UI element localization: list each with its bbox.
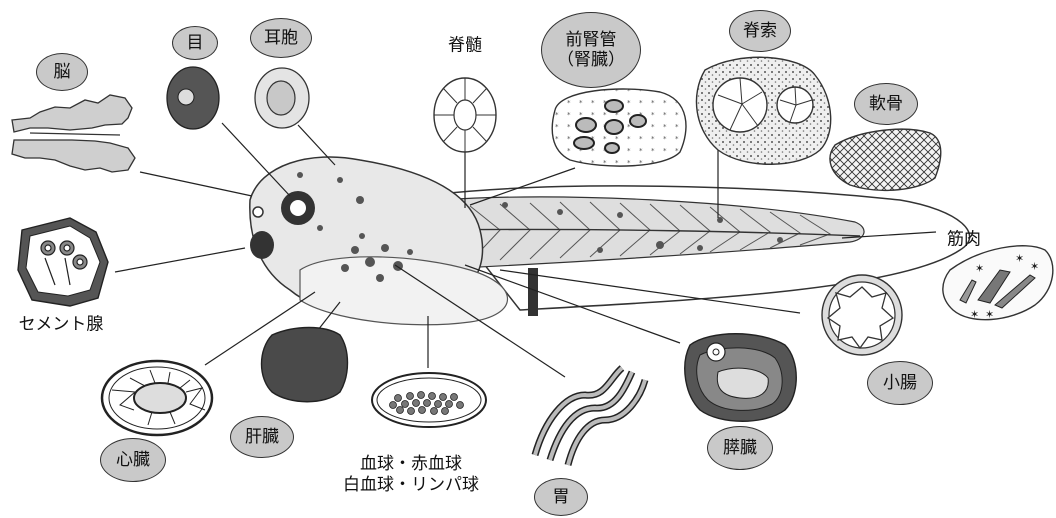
cartilage-icon bbox=[830, 129, 941, 190]
spinal-cord-icon bbox=[434, 78, 496, 152]
label-eye: 目 bbox=[172, 26, 218, 60]
pronephros-icon bbox=[552, 89, 686, 166]
label-cement-gland: セメント腺 bbox=[19, 314, 104, 335]
svg-text:✶: ✶ bbox=[985, 308, 994, 321]
liver-icon bbox=[262, 328, 348, 402]
label-pancreas: 膵臓 bbox=[707, 426, 773, 470]
svg-text:✶: ✶ bbox=[1015, 252, 1024, 265]
eye-icon bbox=[167, 67, 219, 129]
heart-icon bbox=[102, 361, 212, 435]
svg-text:✶: ✶ bbox=[970, 308, 979, 321]
label-blood-cells: 血球・赤血球 白血球・リンパ球 bbox=[343, 454, 479, 497]
cement-gland-icon bbox=[18, 218, 108, 306]
pancreas-icon bbox=[685, 334, 796, 422]
label-pronephros: 前腎管（腎臓） bbox=[541, 12, 641, 88]
label-muscle: 筋肉 bbox=[947, 229, 981, 250]
label-brain: 脳 bbox=[36, 53, 88, 91]
small-intestine-icon bbox=[822, 275, 902, 355]
blood-cells-icon bbox=[372, 373, 486, 427]
label-stomach: 胃 bbox=[534, 478, 588, 516]
svg-text:✶: ✶ bbox=[975, 262, 984, 275]
label-notochord: 脊索 bbox=[729, 10, 791, 52]
label-spinal-cord: 脊髄 bbox=[448, 35, 482, 56]
svg-text:✶: ✶ bbox=[1030, 260, 1039, 273]
label-small-intestine: 小腸 bbox=[867, 361, 933, 405]
label-heart: 心臓 bbox=[100, 438, 166, 482]
label-blood-line2: 白血球・リンパ球 bbox=[343, 475, 479, 495]
otic-vesicle-icon bbox=[255, 68, 309, 128]
notochord-icon bbox=[696, 57, 830, 164]
label-liver: 肝臓 bbox=[230, 416, 294, 458]
label-otic-vesicle: 耳胞 bbox=[250, 18, 312, 58]
label-blood-line1: 血球・赤血球 bbox=[360, 454, 462, 474]
stomach-icon bbox=[535, 368, 645, 465]
label-cartilage: 軟骨 bbox=[854, 83, 918, 125]
muscle-icon: ✶ ✶ ✶ ✶ ✶ bbox=[943, 246, 1053, 321]
